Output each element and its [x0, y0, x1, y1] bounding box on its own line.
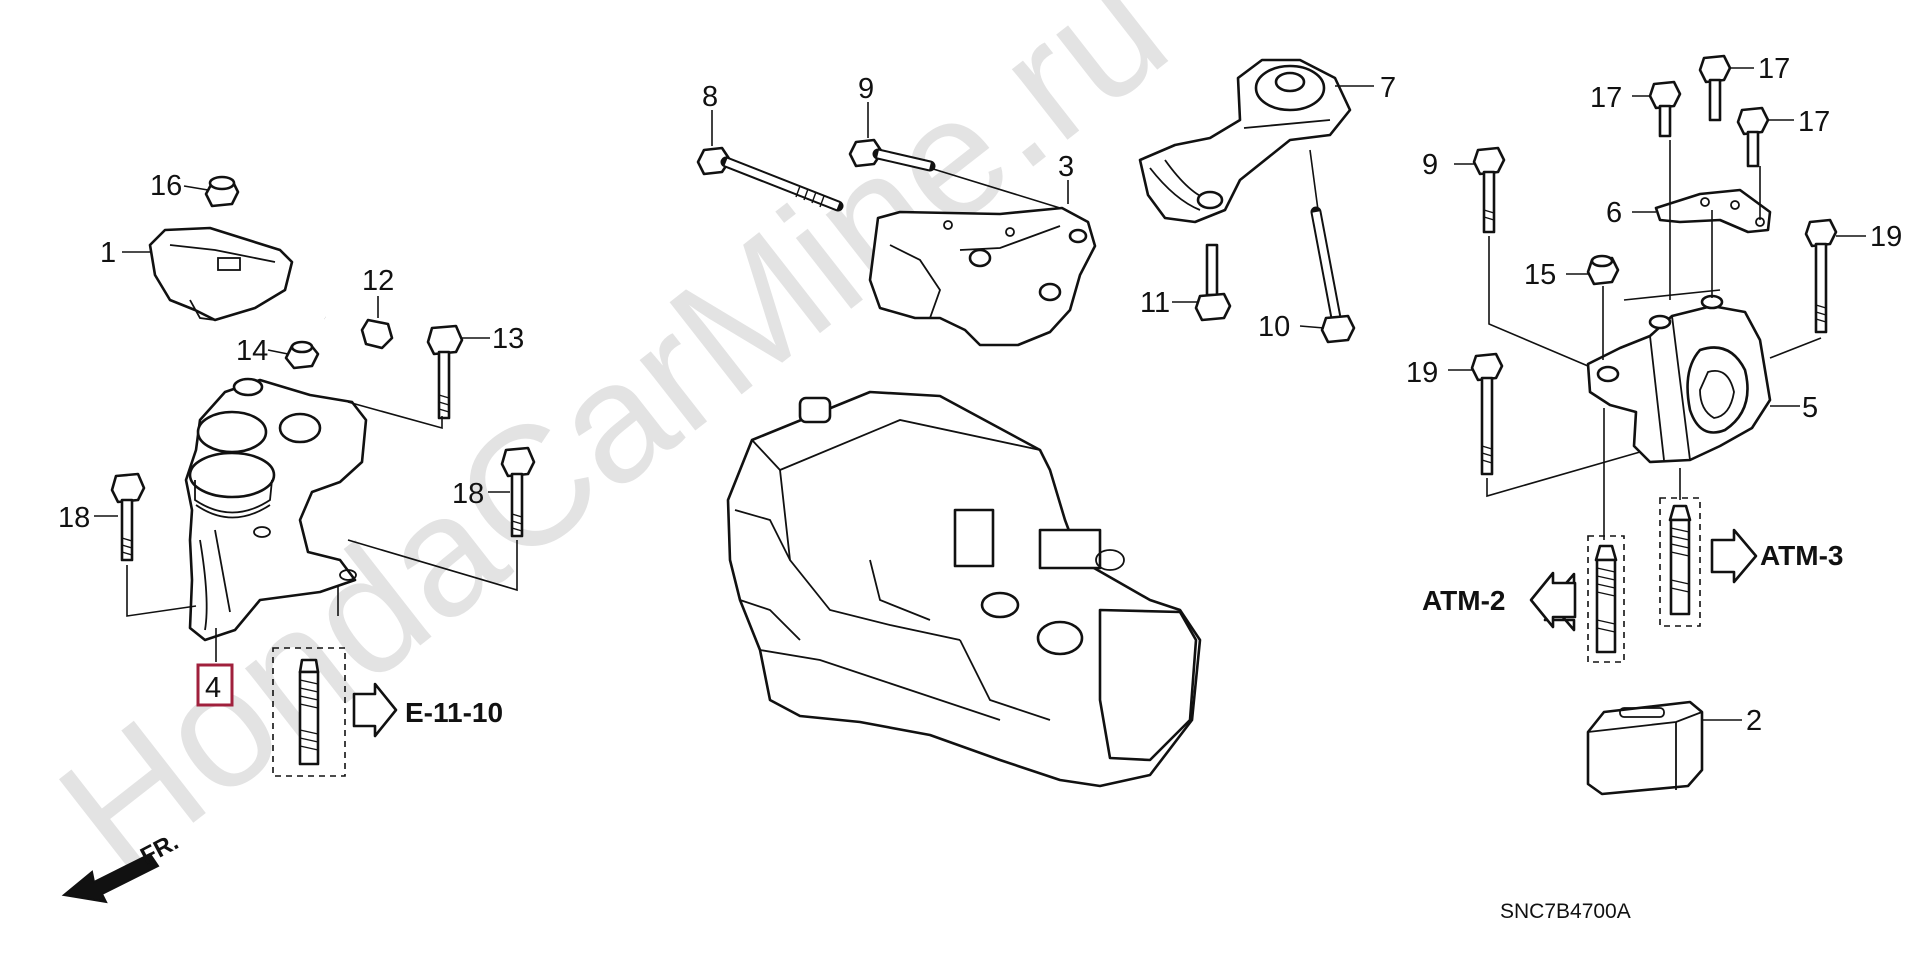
callout-17-top: 17 [1758, 53, 1790, 85]
callout-19-lower: 19 [1406, 357, 1438, 389]
part-5-transmission-mount[interactable] [1586, 294, 1800, 464]
part-14-nut[interactable] [267, 340, 320, 370]
part-4-engine-mount[interactable] [184, 377, 368, 662]
callout-16: 16 [150, 170, 182, 202]
part-10-bolt[interactable] [1299, 206, 1356, 344]
callout-19-upper: 19 [1870, 221, 1902, 253]
arrow-e-11-10-icon [352, 682, 398, 738]
callout-12: 12 [362, 265, 394, 297]
stud-e-11-10[interactable] [272, 647, 346, 777]
callout-18-left: 18 [58, 502, 90, 534]
part-9-bolt-right[interactable] [1454, 146, 1506, 234]
part-16-nut[interactable] [183, 175, 240, 208]
part-17-bolt-top[interactable] [1698, 54, 1754, 122]
ref-atm-3[interactable]: ATM-3 [1760, 540, 1843, 571]
callout-6: 6 [1606, 197, 1622, 229]
callout-4-highlight-box[interactable] [196, 663, 234, 707]
part-1-bracket[interactable] [122, 226, 294, 322]
part-18-bolt-left[interactable] [94, 472, 146, 562]
front-direction-arrow-icon [61, 852, 160, 904]
callout-3: 3 [1058, 151, 1074, 183]
part-3-bracket[interactable] [868, 180, 1097, 347]
callout-7: 7 [1380, 72, 1396, 104]
part-13-bolt[interactable] [426, 324, 490, 420]
ref-atm-2[interactable]: ATM-2 [1422, 585, 1505, 616]
callout-1: 1 [100, 237, 116, 269]
engine-transmission-assembly [726, 390, 1202, 788]
callout-17-right: 17 [1798, 106, 1830, 138]
arrow-atm-2-left-icon [1529, 571, 1577, 629]
part-7-torque-rod[interactable] [1138, 58, 1374, 224]
callout-14: 14 [236, 335, 268, 367]
part-11-bolt[interactable] [1172, 243, 1232, 322]
callout-4: 4 [205, 672, 221, 704]
part-17-bolt-right[interactable] [1736, 106, 1794, 168]
callout-18-right: 18 [452, 478, 484, 510]
stud-atm-2[interactable] [1587, 535, 1625, 663]
part-6-bracket[interactable] [1632, 188, 1772, 234]
callout-15: 15 [1524, 259, 1556, 291]
part-15-nut[interactable] [1566, 254, 1620, 286]
callout-2: 2 [1746, 705, 1762, 737]
callout-11: 11 [1140, 287, 1170, 319]
part-19-bolt-upper[interactable] [1804, 218, 1866, 334]
callout-13: 13 [492, 323, 524, 355]
diagram-code: SNC7B4700A [1500, 900, 1631, 923]
callout-17-left: 17 [1590, 82, 1622, 114]
part-12-bolt[interactable] [324, 296, 394, 350]
callout-9-right: 9 [1422, 149, 1438, 181]
part-19-bolt-lower[interactable] [1448, 352, 1504, 476]
part-17-bolt-left[interactable] [1632, 80, 1682, 138]
stud-atm-3[interactable] [1659, 497, 1701, 627]
part-9-bolt-center[interactable] [848, 102, 936, 172]
part-8-bolt[interactable] [696, 110, 844, 212]
part-2-stopper[interactable] [1586, 700, 1742, 796]
callout-5: 5 [1802, 392, 1818, 424]
callout-9-center: 9 [858, 73, 874, 105]
callout-8: 8 [702, 81, 718, 113]
callout-10: 10 [1258, 311, 1290, 343]
part-18-bolt-right[interactable] [488, 446, 536, 538]
arrow-atm-3-icon [1710, 528, 1758, 584]
ref-e-11-10[interactable]: E-11-10 [405, 697, 503, 728]
